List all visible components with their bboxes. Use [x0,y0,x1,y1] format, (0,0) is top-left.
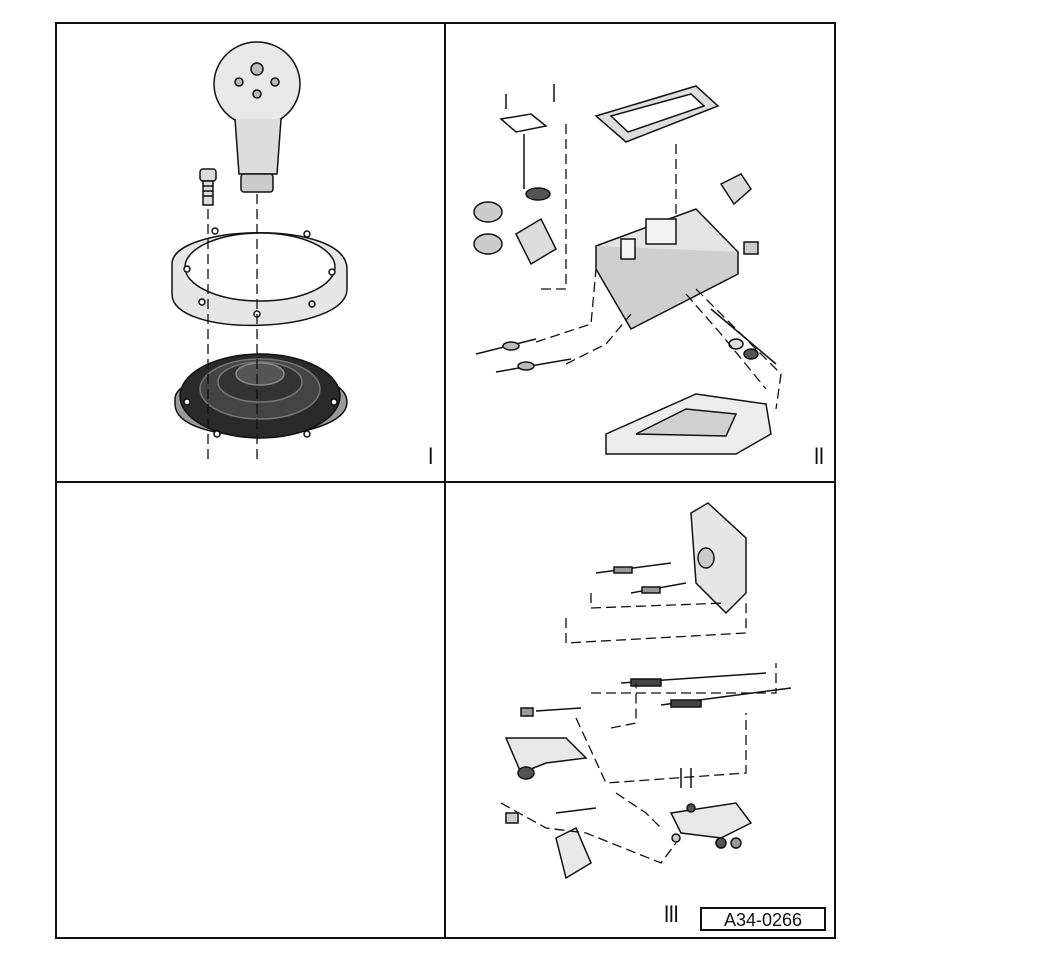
panel-iii: III A34-0266 [446,483,834,937]
panel-label-i: I [429,443,434,470]
retaining-bolt [199,168,217,206]
assembly-lines [535,124,782,410]
panel-ii-drawing [473,84,782,455]
assembly-lines [207,194,258,464]
panel-ii: II [446,24,834,481]
shift-lever-left [504,737,588,774]
assembly-lines [500,593,777,864]
panel-label-ii: II [814,443,824,470]
figure-code-box: A34-0266 [700,907,826,931]
panel-empty [57,483,444,937]
shift-knob [213,41,301,193]
vertical-divider [444,24,446,937]
panel-label-iii: III [664,901,679,928]
shift-lever-right [669,802,753,839]
cable-bracket [690,502,747,615]
panel-i-drawing [171,41,348,464]
rubber-boot [174,353,348,439]
retaining-ring [171,227,348,327]
panel-iii-drawing [500,502,792,880]
diagram-frame: I [55,22,836,939]
horizontal-divider [57,481,834,483]
panel-i: I [57,24,444,481]
